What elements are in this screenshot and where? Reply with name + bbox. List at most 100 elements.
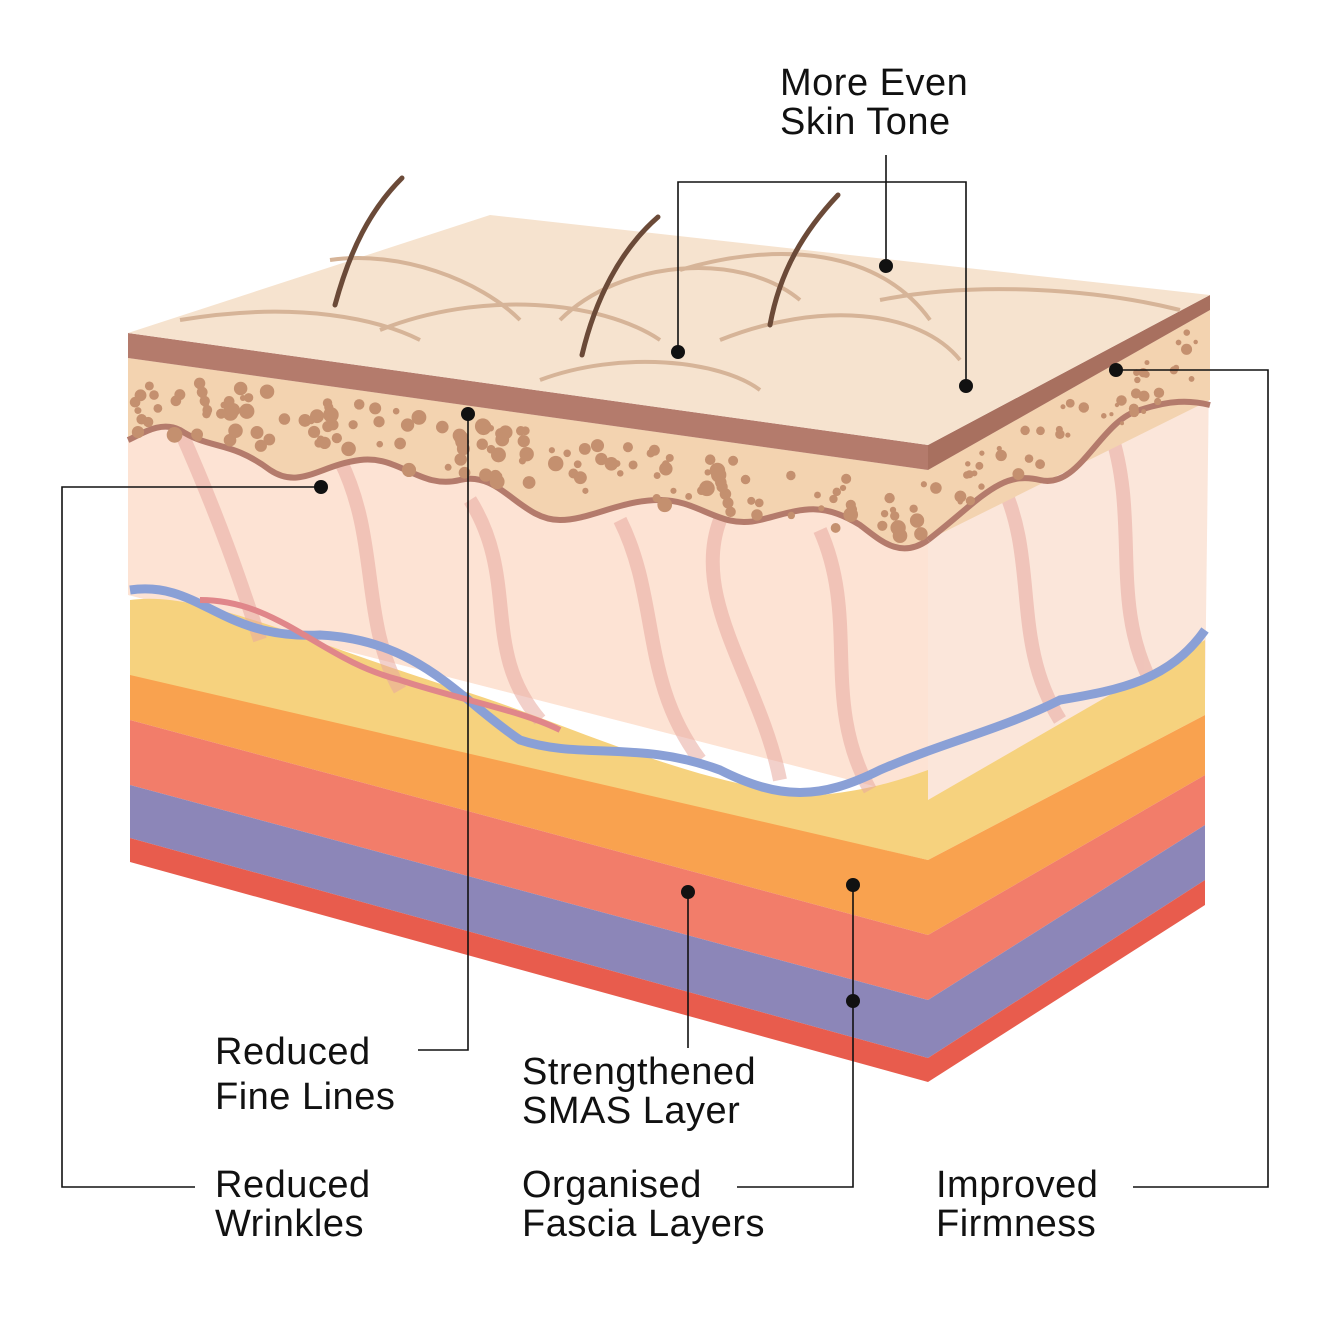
epidermis-dot <box>814 491 821 499</box>
epidermis-dot <box>830 523 841 533</box>
epidermis-dot <box>515 426 526 436</box>
label-strengthened-smas-layer: Strengthened SMAS Layer <box>522 1053 756 1131</box>
epidermis-dot <box>1036 426 1045 436</box>
epidermis-dot <box>573 471 587 485</box>
epidermis-dot <box>954 490 967 503</box>
epidermis-dot <box>725 506 736 518</box>
epidermis-dot <box>223 395 235 407</box>
epidermis-dot <box>476 438 488 450</box>
epidermis-dot <box>239 403 255 419</box>
epidermis-dot <box>522 476 536 489</box>
epidermis-dot <box>617 470 624 477</box>
epidermis-dot <box>205 409 212 417</box>
epidermis-dot <box>653 472 661 480</box>
epidermis-dot <box>965 461 971 467</box>
epidermis-dot <box>963 471 971 479</box>
epidermis-dot <box>1024 454 1034 463</box>
epidermis-dot <box>740 474 751 485</box>
epidermis-dot <box>129 396 141 408</box>
epidermis-dot <box>1153 387 1165 399</box>
epidermis-dot <box>1020 425 1030 436</box>
epidermis-dot <box>613 460 621 467</box>
label-reduced-fine-lines: Reduced Fine Lines <box>215 1030 395 1120</box>
epidermis-dot <box>228 423 243 439</box>
epidermis-dot <box>174 389 186 401</box>
epidermis-dots <box>129 329 1198 543</box>
epidermis-dot <box>250 425 264 439</box>
epidermis-dot <box>843 507 859 522</box>
epidermis-dot <box>818 505 825 512</box>
epidermis-dot <box>975 461 984 470</box>
epidermis-dot <box>444 463 452 471</box>
epidermis-dot <box>913 518 922 526</box>
epidermis-dot <box>318 436 331 450</box>
epidermis-dot <box>573 460 582 469</box>
leader-lines <box>61 155 1269 1188</box>
epidermis-dot <box>716 481 728 493</box>
epidermis-dot <box>263 433 276 446</box>
dermis-fibers <box>173 427 1157 794</box>
epidermis-dot <box>747 496 756 505</box>
epidermis-dot <box>521 448 534 461</box>
epidermis-dot <box>331 432 343 444</box>
epidermis-dot <box>832 487 842 497</box>
epidermis-dot <box>979 450 985 456</box>
artery <box>199 597 562 733</box>
epidermis-dot <box>216 408 227 419</box>
epidermis-dot <box>401 462 417 478</box>
epidermis-dot <box>1181 343 1193 355</box>
epidermis-dot <box>920 481 927 488</box>
label-line: Strengthened <box>522 1051 757 1093</box>
epidermis-dot <box>548 447 555 454</box>
epidermis-dot <box>787 511 796 520</box>
epidermis-dot <box>890 511 900 521</box>
epidermis-dot <box>400 418 415 432</box>
epidermis-dot <box>1141 409 1147 415</box>
epidermis-dot <box>1065 398 1075 408</box>
epidermis-dot <box>1116 395 1127 406</box>
epidermis-dot <box>670 487 677 494</box>
epidermis-dot <box>1175 339 1182 346</box>
surface-lines <box>179 252 1181 392</box>
epidermis-dot <box>699 480 715 497</box>
label-line: Fascia Layers <box>522 1203 766 1245</box>
epidermis-dot <box>548 455 564 472</box>
epidermis-dot <box>1134 376 1141 384</box>
epidermis-dot <box>143 416 154 428</box>
epidermis-dot <box>728 455 739 466</box>
epidermis-dot <box>590 439 605 453</box>
epidermis-dot <box>495 472 503 480</box>
epidermis-dot <box>1188 375 1195 382</box>
epidermis-dot <box>1012 468 1025 480</box>
label-improved-firmness: Improved Firmness <box>936 1166 1098 1244</box>
epidermis-dot <box>563 449 571 458</box>
epidermis-dot <box>880 509 889 518</box>
hairs <box>332 175 841 358</box>
front-face <box>128 358 928 1082</box>
epidermis-dot <box>454 453 467 466</box>
epidermis-dot <box>890 520 906 536</box>
label-line: Wrinkles <box>215 1203 364 1245</box>
epidermis-dot <box>278 413 291 425</box>
label-organised-fascia-layers: Organised Fascia Layers <box>522 1166 765 1244</box>
epidermis-dot <box>1183 329 1191 336</box>
epidermis-dot <box>1065 432 1071 438</box>
epidermis-dot <box>965 496 976 506</box>
epidermis-dot <box>595 452 608 466</box>
epidermis-dot <box>376 440 384 448</box>
leader-dots <box>314 259 1123 1008</box>
epidermis-dot <box>704 454 716 465</box>
epidermis-dot <box>392 407 400 415</box>
epidermis-dot <box>841 473 852 484</box>
epidermis-dot <box>233 381 248 396</box>
epidermis-dot <box>1133 369 1140 377</box>
epidermis-dot <box>996 445 1002 452</box>
epidermis-dot <box>144 381 154 391</box>
epidermis-dot <box>495 432 510 447</box>
epidermis-dot <box>134 407 142 415</box>
epidermis-dot <box>628 460 638 470</box>
epidermis-dot <box>491 447 506 463</box>
epidermis-dot <box>722 497 734 509</box>
epidermis-dot <box>754 498 764 508</box>
